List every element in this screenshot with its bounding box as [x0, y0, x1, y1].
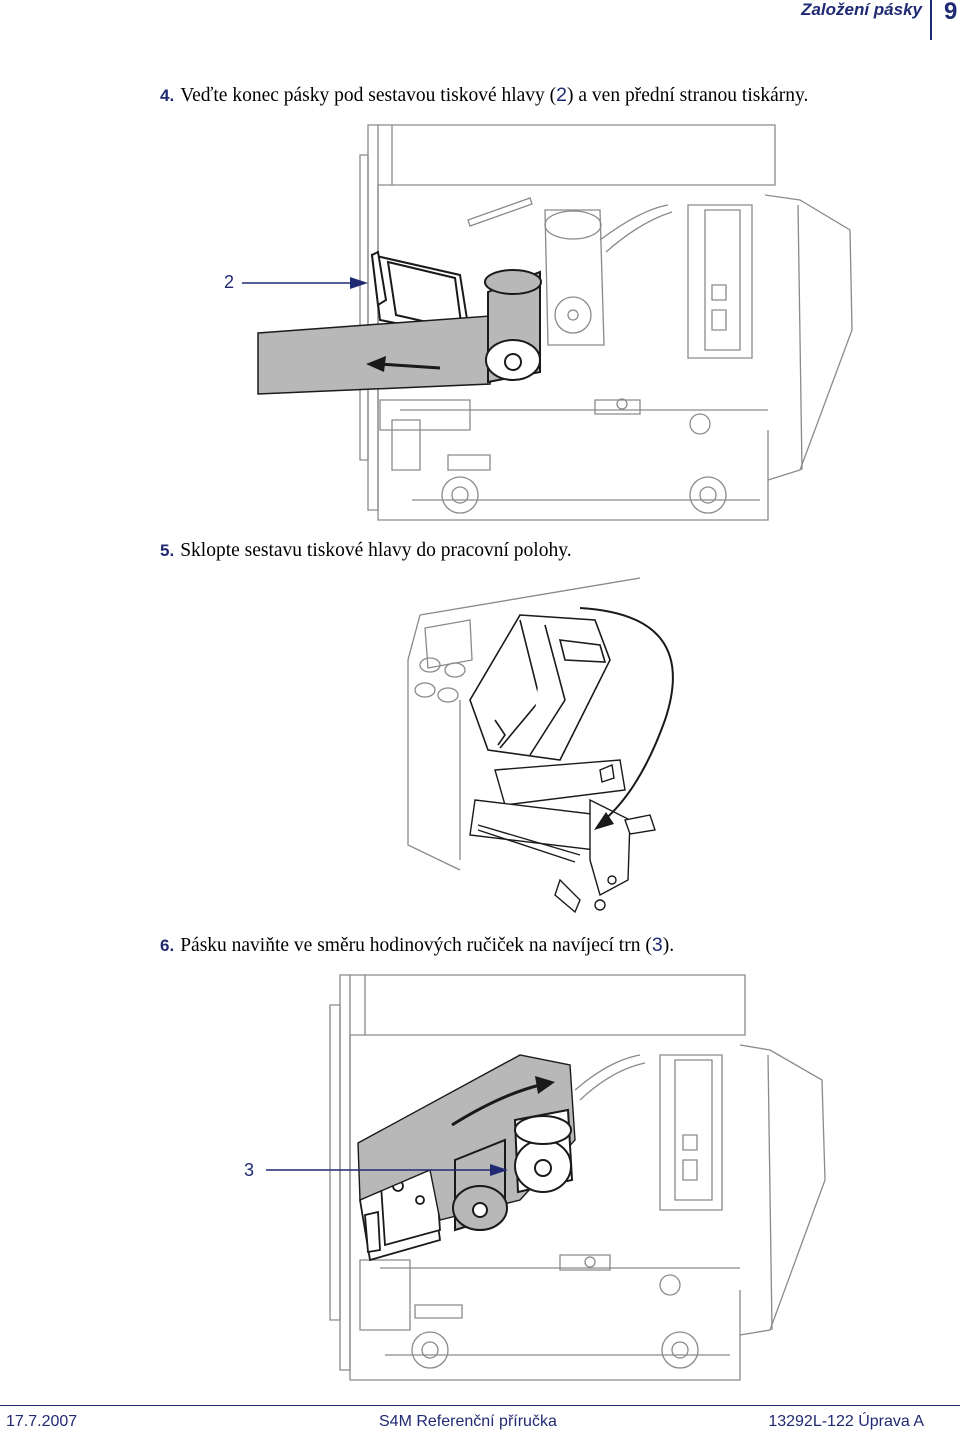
figure-wind-ribbon-on-takeup-spindle — [266, 974, 826, 1381]
step-callout: 3 — [651, 934, 663, 956]
step-text: Veďte konec pásky pod sestavou tiskové h… — [180, 85, 557, 106]
figure-callout-2: 2 — [224, 272, 235, 292]
footer-doc-title: S4M Referenční příručka — [379, 1413, 557, 1430]
step-5: 5. Sklopte sestavu tiskové hlavy do praco… — [160, 540, 572, 562]
step-text: Pásku naviňte ve směru hodinových ručiče… — [180, 935, 652, 956]
step-number: 4. — [160, 86, 175, 105]
step-text-end: ) a ven přední stranou tiskárny. — [567, 85, 809, 106]
step-number: 6. — [160, 936, 175, 955]
running-header-title: Založení pásky — [801, 0, 922, 19]
figure-callout-3: 3 — [244, 1160, 255, 1180]
footer-date: 17.7.2007 — [6, 1413, 78, 1430]
header-divider — [930, 0, 932, 40]
figure-close-printhead — [407, 577, 674, 914]
footer-divider — [0, 1405, 960, 1406]
page-number: 9 — [944, 0, 958, 25]
footer-doc-id: 13292L-122 Úprava A — [768, 1413, 924, 1430]
step-text-end: ). — [662, 935, 675, 956]
step-6: 6. Pásku naviňte ve směru hodinových ruči… — [160, 934, 674, 957]
step-number: 5. — [160, 541, 175, 560]
step-text: Sklopte sestavu tiskové hlavy do pracovn… — [180, 540, 572, 561]
step-4: 4. Veďte konec pásky pod sestavou tiskové… — [160, 84, 808, 107]
step-callout: 2 — [556, 84, 568, 106]
figure-ribbon-under-printhead — [242, 124, 853, 521]
